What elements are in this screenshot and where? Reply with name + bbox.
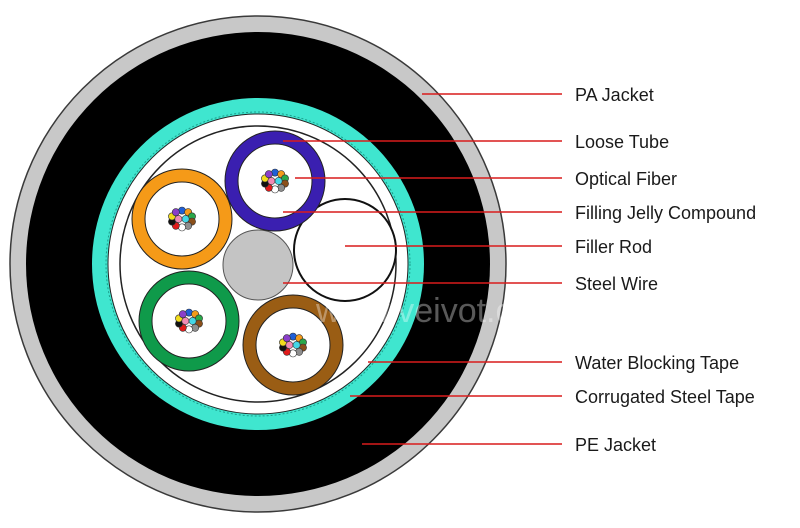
- optical-fiber: [267, 177, 276, 185]
- loose-tube-green: [138, 270, 240, 372]
- label-water-blocking-tape: Water Blocking Tape: [575, 353, 739, 373]
- loose-tube-orange: [131, 168, 233, 270]
- optical-fiber: [285, 341, 294, 349]
- steel-wire: [222, 229, 294, 301]
- filler-rod: [293, 198, 397, 302]
- label-filling-jelly: Filling Jelly Compound: [575, 203, 756, 223]
- optical-fiber: [274, 177, 283, 185]
- optical-fiber: [292, 341, 301, 349]
- optical-fiber: [178, 310, 187, 319]
- label-steel-wire: Steel Wire: [575, 274, 658, 294]
- label-pe-jacket: PE Jacket: [575, 435, 656, 455]
- optical-fiber: [188, 317, 197, 325]
- optical-fiber: [174, 215, 183, 223]
- optical-fiber: [181, 317, 190, 325]
- loose-tube-blue: [224, 130, 326, 232]
- corrugated-steel-tape-edge: [105, 111, 411, 417]
- optical-fiber: [171, 208, 180, 217]
- optical-fiber: [181, 215, 190, 223]
- label-loose-tube: Loose Tube: [575, 132, 669, 152]
- label-filler-rod: Filler Rod: [575, 237, 652, 257]
- label-corrugated-steel-tape: Corrugated Steel Tape: [575, 387, 755, 407]
- watermark: www.veivot.com: [315, 292, 560, 330]
- label-optical-fiber: Optical Fiber: [575, 169, 677, 189]
- loose-tube-brown: [242, 294, 344, 396]
- optical-fiber: [282, 334, 291, 343]
- label-pa-jacket: PA Jacket: [575, 85, 654, 105]
- optical-fiber: [264, 170, 273, 179]
